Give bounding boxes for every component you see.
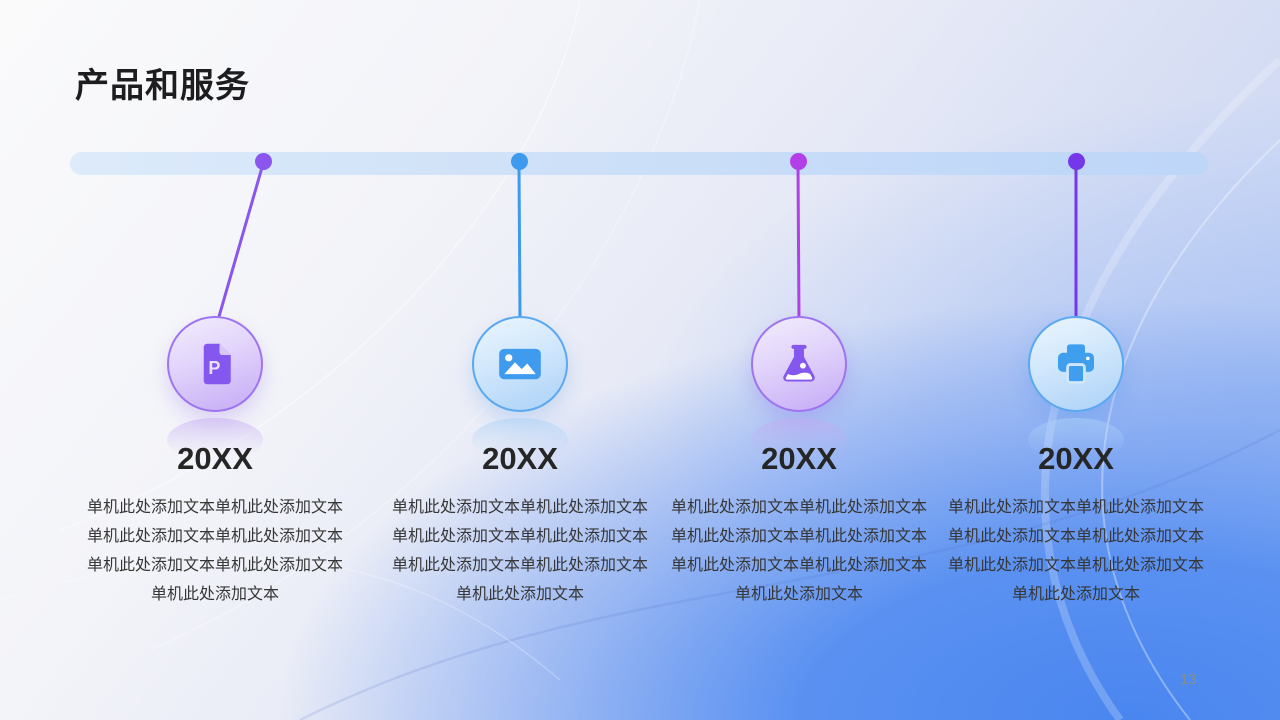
printer-icon — [1058, 344, 1094, 384]
icon-bubble-3 — [751, 316, 847, 412]
year-label-3: 20XX — [761, 441, 837, 476]
flask-icon — [783, 344, 815, 382]
body-text-line: 单机此处添加文本单机此处添加文本 — [391, 499, 648, 516]
body-text-line: 单机此处添加文本单机此处添加文本 — [947, 528, 1204, 545]
timeline-dot-4 — [1068, 153, 1085, 170]
body-text-line: 单机此处添加文本单机此处添加文本 — [947, 557, 1204, 574]
body-text-line: 单机此处添加文本单机此处添加文本 — [670, 528, 927, 545]
connector-line-1 — [216, 163, 265, 321]
body-text-line: 单机此处添加文本单机此处添加文本 — [670, 557, 927, 574]
timeline-column-1: 20XX 单机此处添加文本单机此处添加文本 单机此处添加文本单机此处添加文本 单… — [65, 441, 365, 609]
image-icon — [499, 348, 541, 380]
connector-line-2 — [517, 163, 522, 321]
document-p-icon: P — [203, 343, 231, 385]
timeline-column-3: 20XX 单机此处添加文本单机此处添加文本 单机此处添加文本单机此处添加文本 单… — [649, 441, 949, 609]
icon-bubble-1: P — [167, 316, 263, 412]
body-text-line: 单机此处添加文本单机此处添加文本 — [391, 528, 648, 545]
body-text-line: 单机此处添加文本 — [455, 586, 584, 603]
year-label-1: 20XX — [177, 441, 253, 476]
year-label-2: 20XX — [482, 441, 558, 476]
timeline-column-2: 20XX 单机此处添加文本单机此处添加文本 单机此处添加文本单机此处添加文本 单… — [370, 441, 670, 609]
icon-bubble-4 — [1028, 316, 1124, 412]
body-text-line: 单机此处添加文本 — [1011, 586, 1140, 603]
year-label-4: 20XX — [1038, 441, 1114, 476]
body-text-line: 单机此处添加文本 — [734, 586, 863, 603]
timeline-bar — [70, 152, 1208, 175]
timeline-dot-3 — [790, 153, 807, 170]
timeline-column-4: 20XX 单机此处添加文本单机此处添加文本 单机此处添加文本单机此处添加文本 单… — [926, 441, 1226, 609]
body-text-line: 单机此处添加文本单机此处添加文本 — [670, 499, 927, 516]
timeline-dot-1 — [255, 153, 272, 170]
body-text-line: 单机此处添加文本单机此处添加文本 — [947, 499, 1204, 516]
page-number: 13 — [1180, 671, 1197, 688]
connector-line-3 — [796, 163, 801, 321]
body-text-line: 单机此处添加文本单机此处添加文本 — [86, 499, 343, 516]
body-text-line: 单机此处添加文本单机此处添加文本 — [86, 557, 343, 574]
body-text-line: 单机此处添加文本单机此处添加文本 — [86, 528, 343, 545]
slide-title: 产品和服务 — [75, 67, 250, 105]
body-text-line: 单机此处添加文本 — [150, 586, 279, 603]
timeline-dot-2 — [511, 153, 528, 170]
body-text-line: 单机此处添加文本单机此处添加文本 — [391, 557, 648, 574]
icon-bubble-2 — [472, 316, 568, 412]
doc-letter: P — [208, 358, 220, 378]
